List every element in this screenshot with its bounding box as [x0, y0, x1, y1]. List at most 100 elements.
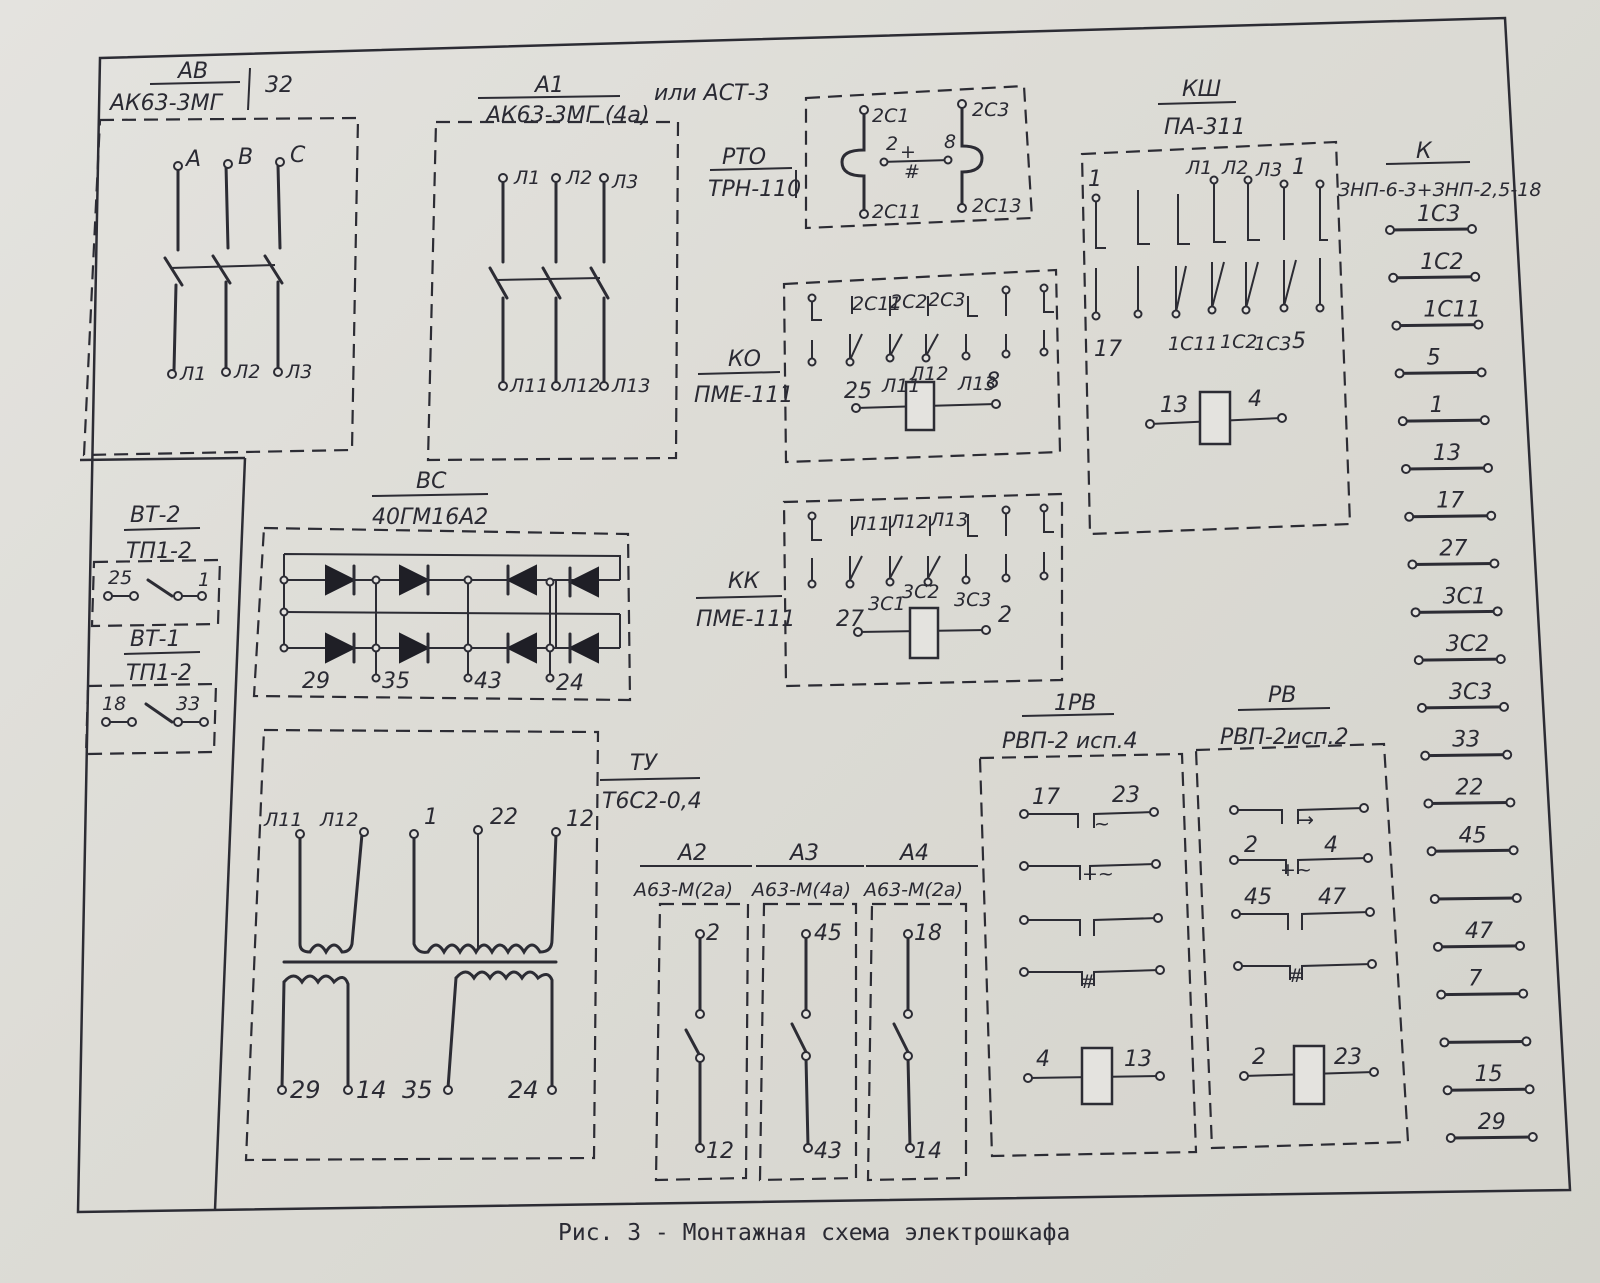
- vt2-terminal: 25: [108, 567, 132, 589]
- k-terminal-link: [1407, 514, 1493, 519]
- k-terminal-dot: [1486, 510, 1497, 521]
- k-terminal-dot: [1445, 1133, 1456, 1143]
- k-terminal-label: 3С2: [1446, 632, 1489, 657]
- k-terminal-dot: [1407, 559, 1418, 570]
- kk-type: ПМЕ-111: [696, 607, 795, 632]
- k-terminal-dot: [1467, 224, 1477, 234]
- ksh-top-terminal: Л3: [1255, 159, 1282, 181]
- k-terminal-dot: [1394, 368, 1405, 379]
- ksh-top-terminal: 1: [1088, 167, 1102, 192]
- k-terminal-dot: [1410, 607, 1421, 618]
- k-terminal-dot: [1404, 511, 1415, 522]
- k-terminal-dot: [1527, 1132, 1538, 1142]
- av-top-terminal: C: [290, 143, 306, 168]
- a2-name: А2: [676, 841, 707, 866]
- av-name: АВ: [176, 59, 208, 84]
- ksh-coil-terminal: 13: [1160, 393, 1188, 418]
- vs-terminal: 43: [474, 669, 502, 694]
- rto-terminal: 2С3: [972, 99, 1009, 121]
- k-terminal-link: [1398, 370, 1484, 375]
- ksh-coil: [1198, 390, 1232, 446]
- k-terminal-link: [1410, 562, 1496, 567]
- a1-top-terminal: Л2: [565, 167, 592, 189]
- k-terminal-dot: [1489, 558, 1500, 569]
- tu-primary-terminal: 22: [490, 805, 518, 830]
- vs-name: ВС: [416, 469, 447, 494]
- rto-terminal: 2С13: [972, 195, 1022, 217]
- rv-contact-terminal: 2: [1244, 833, 1258, 858]
- svg-text:+~: +~: [1082, 863, 1114, 885]
- k-terminal-label: 45: [1459, 823, 1487, 848]
- k-terminal-dot: [1420, 750, 1431, 761]
- k-terminal-link: [1433, 896, 1519, 901]
- av-top-terminal: B: [238, 145, 253, 170]
- k-terminal-dot: [1388, 272, 1399, 283]
- rv1-contacts: ~ +~ #: [1019, 807, 1165, 993]
- switch-vt1: ВТ-1 ТП1-2 18 33: [84, 627, 218, 756]
- k-terminal-label: 33: [1452, 728, 1480, 753]
- rv1-coil-terminal: 13: [1124, 1047, 1152, 1072]
- ksh-bottom-terminal: 1С2: [1220, 331, 1257, 353]
- kk-contacts: [807, 503, 1054, 589]
- breaker-a3: А3 А63-М(4а) 45 43: [750, 841, 864, 1182]
- av-bottom-terminal: Л1: [179, 363, 206, 385]
- svg-text:#: #: [1080, 971, 1096, 993]
- k-terminal-dot: [1518, 988, 1529, 999]
- a1-bottom-terminal: Л11: [509, 375, 548, 397]
- rectifier-vs: ВС 40ГМ16А2 29 35 43 24: [252, 469, 632, 702]
- a1-bottom-terminal: Л12: [561, 375, 600, 397]
- rv1-coil-terminal: 4: [1036, 1047, 1050, 1072]
- ksh-bottom-terminal: 1С3: [1254, 333, 1291, 355]
- k-terminal-dot: [1423, 798, 1434, 809]
- k-terminal-dot: [1521, 1036, 1532, 1047]
- vs-terminal: 24: [556, 671, 584, 696]
- a1-top-terminal: Л1: [513, 167, 540, 189]
- k-terminal-dot: [1479, 415, 1490, 426]
- k-terminal-dot: [1391, 320, 1402, 331]
- k-terminal-dot: [1417, 702, 1427, 713]
- k-terminal-link: [1417, 657, 1503, 662]
- k-terminal-dot: [1495, 654, 1506, 665]
- ksh-name: КШ: [1182, 77, 1221, 102]
- ksh-top-terminal: Л1: [1185, 157, 1212, 179]
- k-terminal-label: 3С1: [1443, 584, 1486, 609]
- contactor-kk: КК ПМЕ-111 Л11 Л12 Л13 27 3С1 3С2 3С3 2: [695, 492, 1064, 688]
- tu-secondary-terminal: 14: [356, 1076, 387, 1104]
- relay-rto: РТО ТРН-110 + # 2С1 2С3 2 8 2С11 2С13: [708, 84, 1034, 230]
- rv-contact-terminal: 45: [1244, 885, 1272, 910]
- tu-primary-terminal: 12: [566, 807, 594, 832]
- a2-type: А63-М(2а): [632, 879, 733, 901]
- k-terminal-dot: [1511, 893, 1522, 904]
- k-terminal-link: [1430, 848, 1516, 853]
- k-terminal-label: 1С11: [1423, 298, 1480, 323]
- ko-coil-terminal: Л11: [881, 375, 920, 397]
- k-terminal-dot: [1505, 797, 1516, 808]
- k-terminal-dot: [1439, 1037, 1450, 1048]
- terminal-block-k: К ЗНП-6-3+ЗНП-2,5-18 1С31С21С11511317273…: [1338, 139, 1541, 1143]
- rto-name: РТО: [722, 145, 766, 170]
- k-terminal-dot: [1436, 989, 1447, 1000]
- vt1-name: ВТ-1: [130, 627, 180, 652]
- av-top-terminal: A: [184, 147, 201, 172]
- k-terminal-dot: [1492, 606, 1503, 617]
- ko-top-terminal: 2С3: [928, 289, 965, 311]
- k-terminal-dot: [1508, 845, 1519, 856]
- diode: [505, 632, 537, 664]
- rv-coil: [1292, 1044, 1326, 1106]
- vt1-terminal: 33: [176, 693, 200, 715]
- a1-bottom-terminal: Л13: [611, 375, 650, 397]
- kk-coil: [908, 606, 940, 660]
- vt2-name: ВТ-2: [130, 503, 180, 528]
- a4-name: А4: [898, 841, 929, 866]
- rv1-coil: [1080, 1046, 1114, 1106]
- a3-type: А63-М(4а): [750, 879, 851, 901]
- vt1-type: ТП1-2: [126, 661, 192, 686]
- ko-coil-terminal: 25: [844, 379, 872, 404]
- vs-terminal: 35: [382, 669, 410, 694]
- vs-type: 40ГМ16А2: [372, 505, 488, 530]
- kk-name: КК: [728, 569, 761, 594]
- diode: [325, 632, 357, 664]
- k-terminal-link: [1388, 227, 1474, 232]
- tu-type: Т6С2-0,4: [602, 789, 702, 814]
- k-terminal-link: [1446, 1087, 1532, 1092]
